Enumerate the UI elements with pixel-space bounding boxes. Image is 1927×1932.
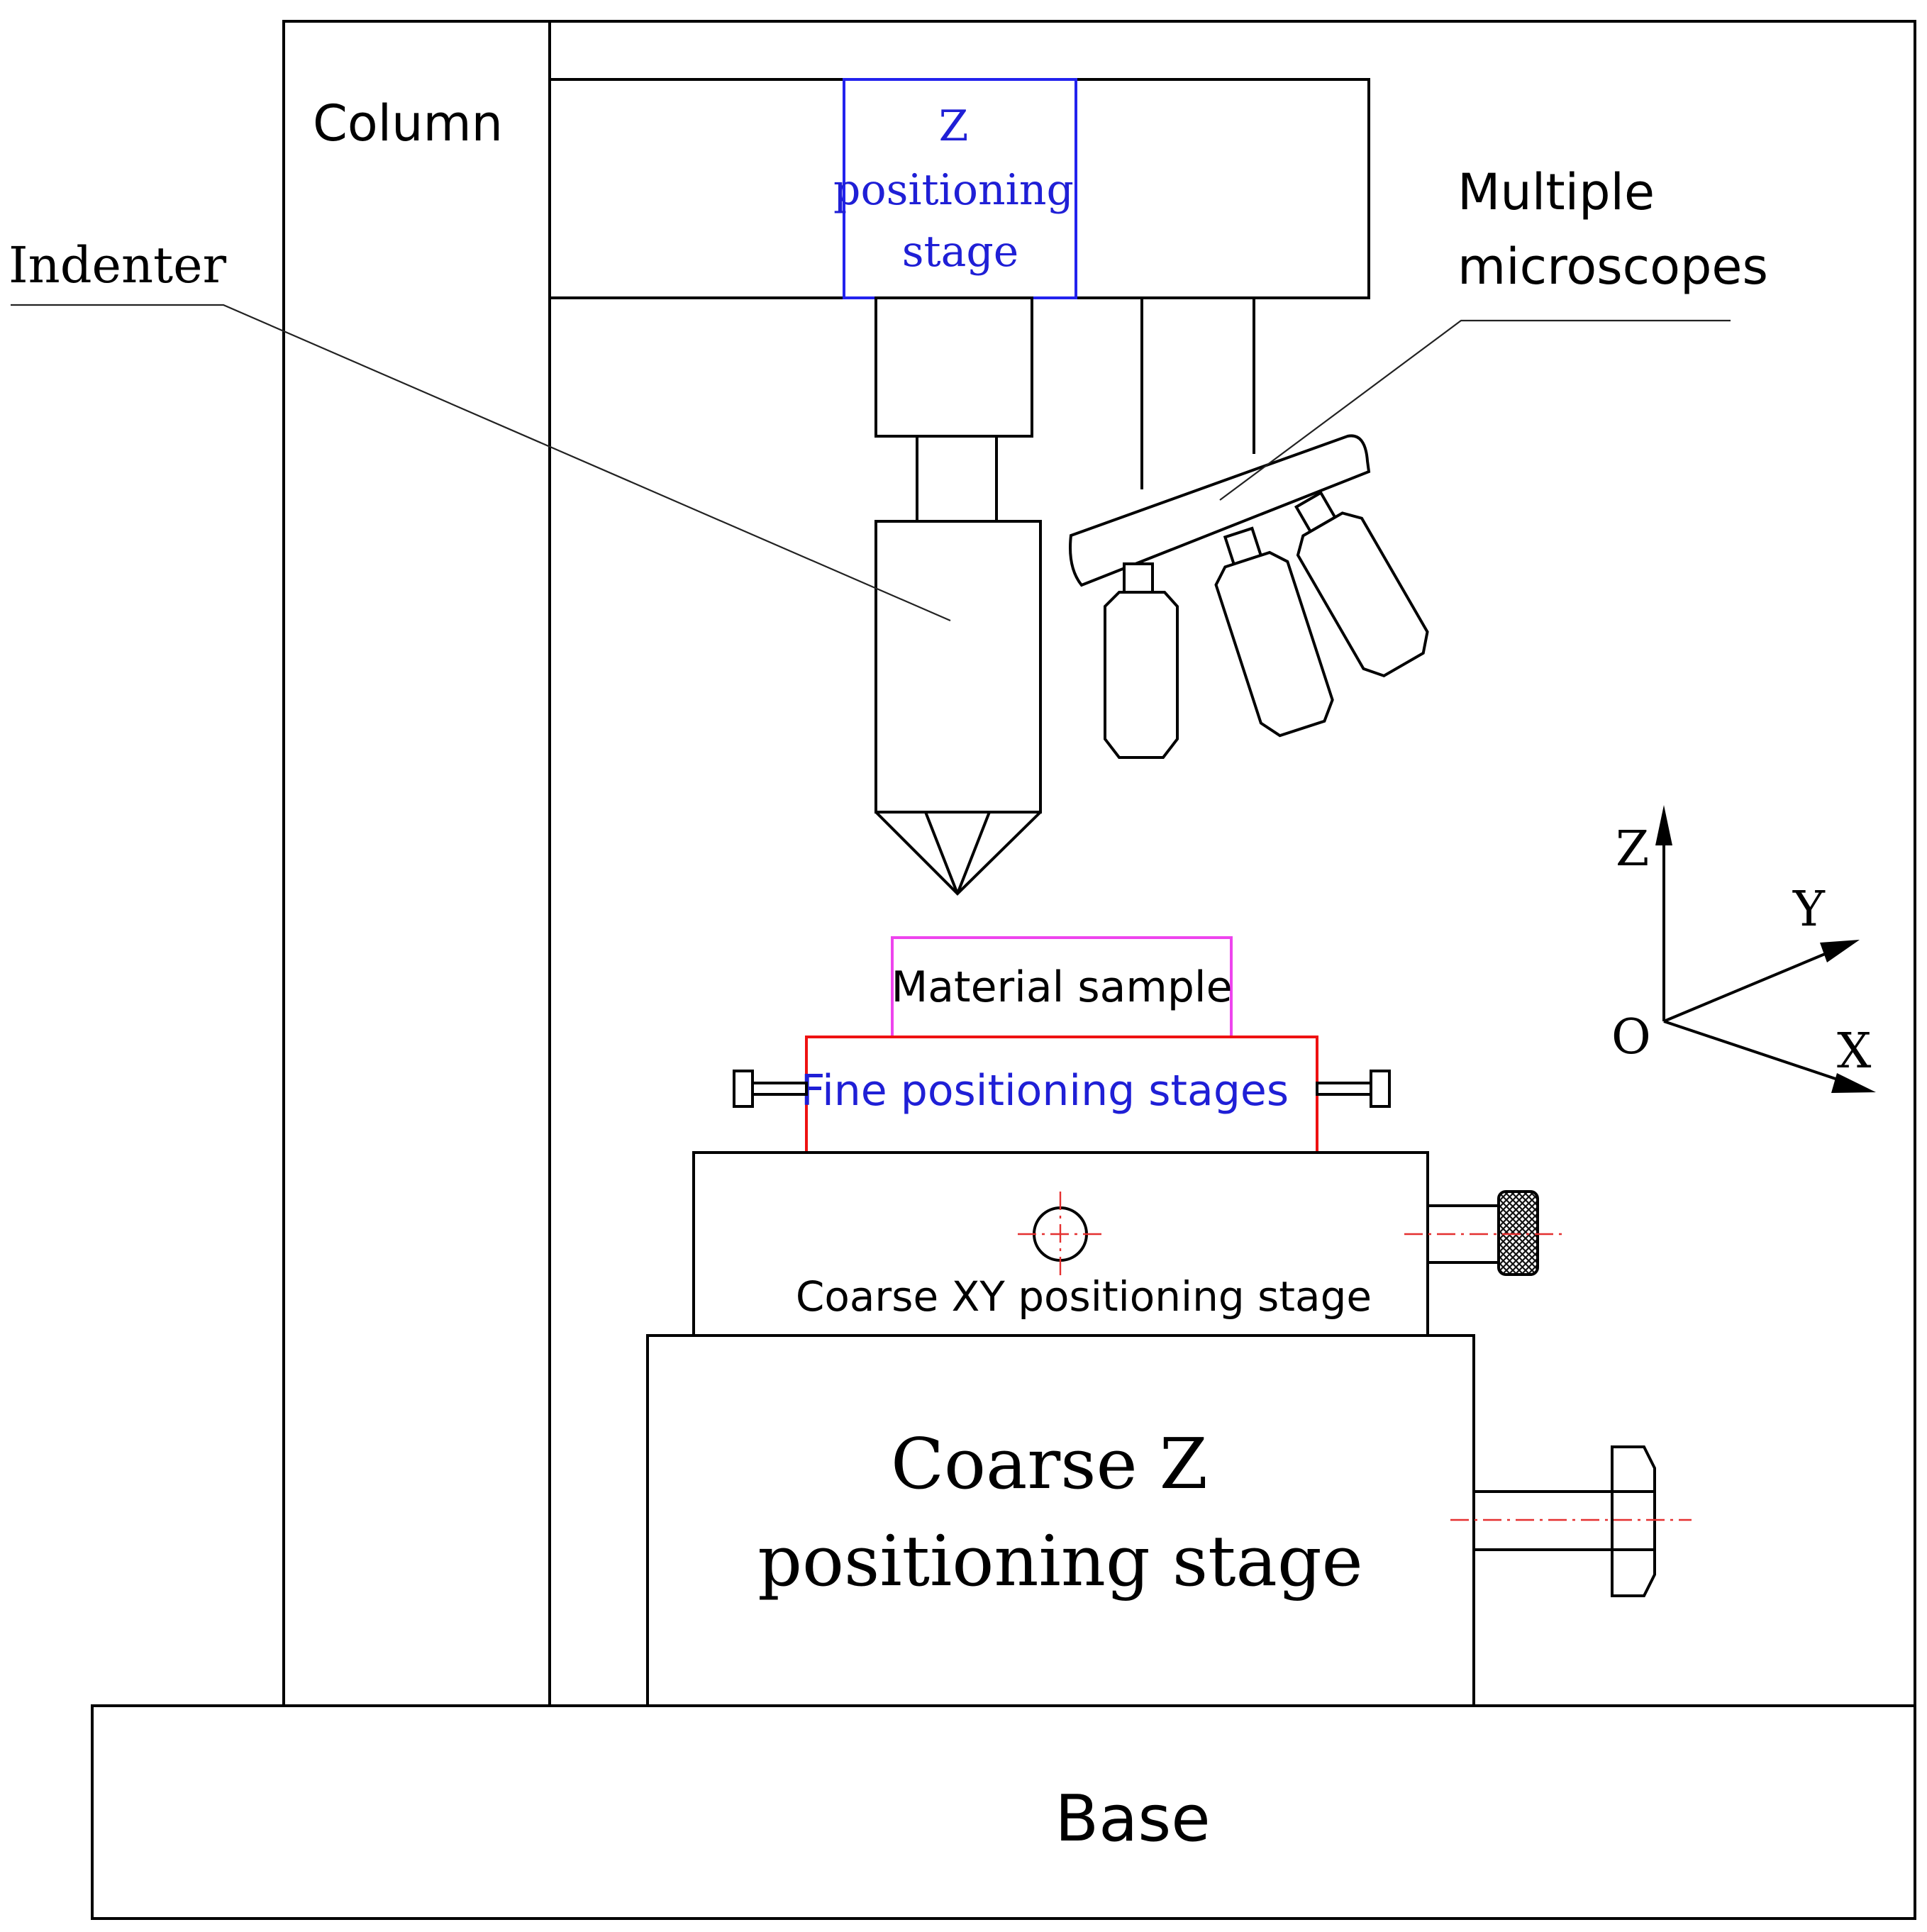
origin-label: O (1611, 1009, 1651, 1065)
xy-adjust-knob[interactable] (1404, 1190, 1564, 1276)
z-axis-arrow-icon (1655, 805, 1672, 845)
z-adjust-screw[interactable] (1450, 1445, 1692, 1597)
z-stage-label: Z positioning stage (833, 101, 1087, 277)
coarse-xy-stage: Coarse XY positioning stage (692, 1151, 1429, 1337)
x-axis (1663, 1020, 1845, 1083)
fine-adjust-screw-left[interactable] (733, 1070, 808, 1108)
objective-3 (1294, 491, 1429, 678)
microscopes-label: Multiple microscopes (1457, 163, 1768, 296)
x-axis-label: X (1837, 1023, 1872, 1079)
objective-2 (1214, 526, 1334, 738)
coarse-z-label: Coarse Z positioning stage (757, 1424, 1362, 1602)
objective-1 (1104, 562, 1179, 759)
coarse-xy-label: Coarse XY positioning stage (796, 1272, 1372, 1321)
coarse-z-line-1: Coarse Z (891, 1424, 1208, 1505)
coarse-z-line-2: positioning stage (757, 1521, 1362, 1602)
microscopes (1069, 298, 1429, 759)
microscopes-line-2: microscopes (1457, 238, 1768, 296)
indenter-label: Indenter (9, 236, 227, 294)
base-label: Base (1055, 1782, 1210, 1856)
y-axis-label: Y (1792, 882, 1826, 938)
column-label: Column (313, 94, 503, 152)
z-axis-label: Z (1616, 821, 1649, 877)
z-stage-line-3: stage (902, 227, 1019, 277)
material-sample: Material sample (891, 936, 1233, 1038)
column: Column (313, 21, 551, 1706)
x-axis-arrow-icon (1831, 1073, 1876, 1093)
fine-stages-label: Fine positioning stages (801, 1066, 1289, 1116)
y-axis (1663, 949, 1834, 1023)
leader-lines (11, 304, 1731, 622)
fine-positioning-stages: Fine positioning stages (733, 1036, 1391, 1154)
z-stage-line-2: positioning (833, 165, 1074, 215)
microscopes-line-1: Multiple (1457, 163, 1655, 221)
crossbar: Z positioning stage (548, 78, 1370, 299)
y-axis-arrow-icon (1820, 940, 1860, 962)
material-sample-label: Material sample (892, 962, 1233, 1012)
coarse-z-stage: Coarse Z positioning stage (646, 1334, 1475, 1707)
microscope-turret (1069, 434, 1371, 587)
base: Base (91, 1704, 1916, 1920)
fine-adjust-screw-right[interactable] (1316, 1070, 1391, 1108)
indenter-assembly (874, 296, 1042, 896)
coordinate-axes: Z Y X O (1611, 805, 1876, 1093)
z-stage-line-1: Z (939, 101, 969, 151)
